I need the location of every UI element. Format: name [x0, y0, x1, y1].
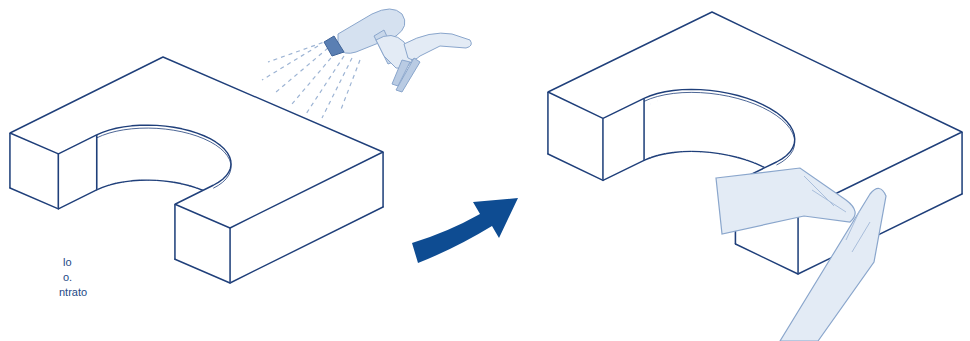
block-side: [197, 133, 204, 191]
hands-pressing: [716, 168, 886, 341]
block-side: [738, 96, 747, 161]
seam-line: [97, 128, 231, 188]
block-side: [644, 96, 650, 161]
block-side: [97, 132, 103, 190]
block-side: [682, 89, 691, 151]
block-side: [691, 89, 700, 151]
block-side: [204, 136, 210, 194]
block-side: [747, 98, 755, 163]
caption-fragment: ntrato: [59, 285, 87, 299]
block-side: [148, 125, 157, 180]
block-side: [755, 101, 763, 166]
block-side: [657, 92, 665, 156]
block-side: [665, 90, 673, 153]
block-side: [140, 125, 148, 180]
block-side: [124, 126, 132, 182]
block-top: [10, 57, 383, 228]
block-side: [729, 93, 738, 157]
block-side: [157, 125, 166, 181]
block-side: [710, 90, 719, 153]
block-side: [165, 126, 173, 182]
caption-fragment: o.: [63, 270, 72, 284]
block-side: [650, 94, 657, 158]
block-side: [719, 92, 728, 156]
block-side: [116, 127, 124, 183]
block-side: [190, 131, 197, 188]
block-side: [673, 90, 682, 153]
foam-block: [10, 57, 383, 283]
flow-arrow: [412, 198, 518, 263]
block-side: [102, 130, 109, 187]
block-side: [763, 105, 770, 171]
block-side: [109, 128, 116, 185]
block-side: [132, 125, 140, 181]
hair-dryer-hands: [262, 9, 471, 118]
block-side: [701, 90, 710, 153]
foam-block: [548, 12, 962, 274]
seam-line: [644, 92, 795, 165]
block-side: [174, 127, 182, 184]
caption-fragment: lo: [63, 255, 72, 269]
block-side: [182, 129, 190, 186]
